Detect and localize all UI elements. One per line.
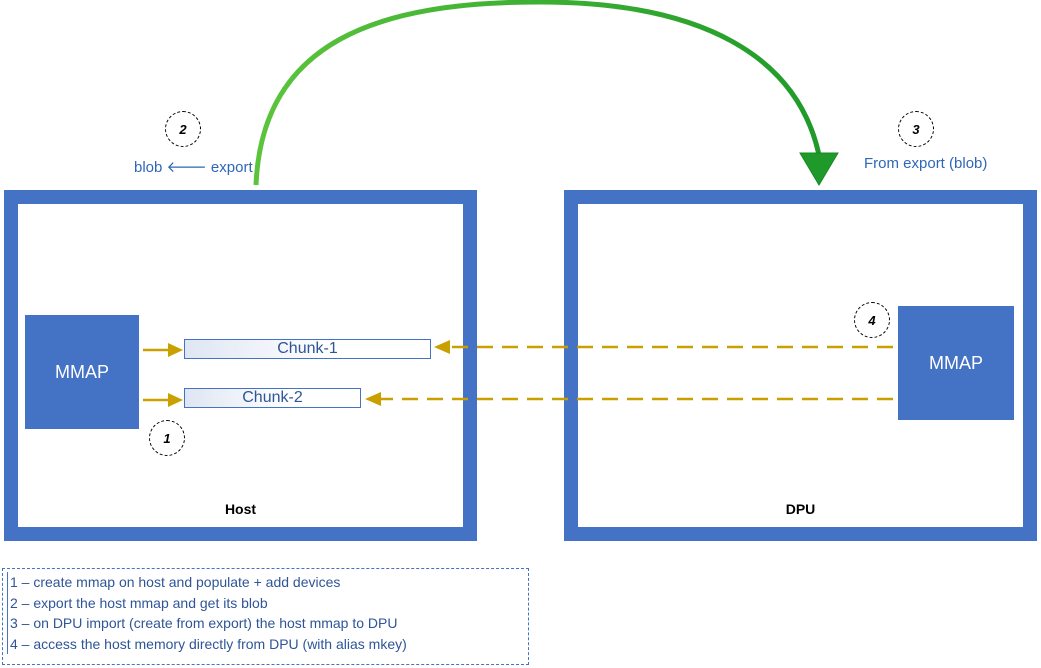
export-import-arrowhead (799, 152, 839, 186)
legend-item-1: 1 – create mmap on host and populate + a… (7, 572, 528, 593)
host-label: Host (224, 501, 257, 517)
from-export-caption: From export (blob) (864, 155, 988, 172)
dpu-label: DPU (785, 501, 816, 517)
export-import-arc (253, 0, 823, 186)
chunk-2-box: Chunk-2 (184, 388, 361, 408)
legend-item-2: 2 – export the host mmap and get its blo… (7, 592, 528, 613)
host-mmap-box: MMAP (25, 315, 139, 429)
dpu-mmap-box: MMAP (898, 306, 1014, 420)
legend-item-3: 3 – on DPU import (create from export) t… (7, 613, 528, 634)
step-1-marker: 1 (149, 420, 185, 456)
step-4-marker: 4 (854, 302, 890, 338)
step-3-marker: 3 (898, 111, 934, 147)
step-2-marker: 2 (165, 111, 201, 147)
legend-item-4: 4 – access the host memory directly from… (7, 633, 528, 654)
legend-box: 1 – create mmap on host and populate + a… (2, 568, 529, 665)
blob-export-caption: blob 🡐 export (134, 159, 253, 176)
chunk-1-box: Chunk-1 (184, 339, 431, 359)
